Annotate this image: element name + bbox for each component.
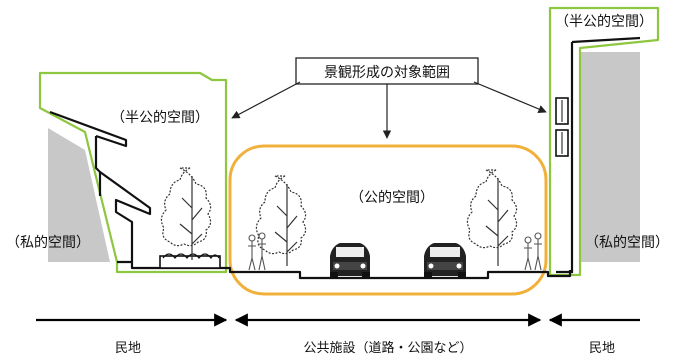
arrow-to-semi-right (473, 81, 547, 113)
label-private-left: （私的空間） (6, 235, 90, 251)
tree-center-right (466, 169, 518, 266)
private-building-left (48, 128, 110, 262)
label-private-right: （私的空間） (585, 235, 669, 251)
label-public: （公的空間） (350, 190, 434, 206)
zone-right-label: 民地 (589, 341, 615, 356)
zone-center-label: 公共施設（道路・公園など） (303, 340, 472, 356)
zone-left-label: 民地 (115, 341, 141, 356)
tree-left (160, 167, 212, 260)
title-box (295, 57, 479, 85)
pedestrians-right (524, 232, 542, 271)
label-semi-public-left: （半公的空間） (111, 110, 209, 126)
arrow-to-semi-left (231, 81, 301, 119)
title: 景観形成の対象範囲 (324, 64, 450, 81)
public-outline (228, 144, 548, 296)
car-left (330, 243, 370, 278)
semi-public-outline-left (38, 71, 228, 274)
road-profile (226, 266, 572, 280)
pedestrians-left (248, 232, 266, 271)
label-semi-public-right: （半公的空間） (555, 14, 653, 30)
planter-left (159, 253, 221, 269)
car-right (424, 243, 466, 278)
tree-center-left (255, 175, 307, 266)
right-building-facade (555, 36, 641, 274)
private-building-right (580, 52, 640, 262)
